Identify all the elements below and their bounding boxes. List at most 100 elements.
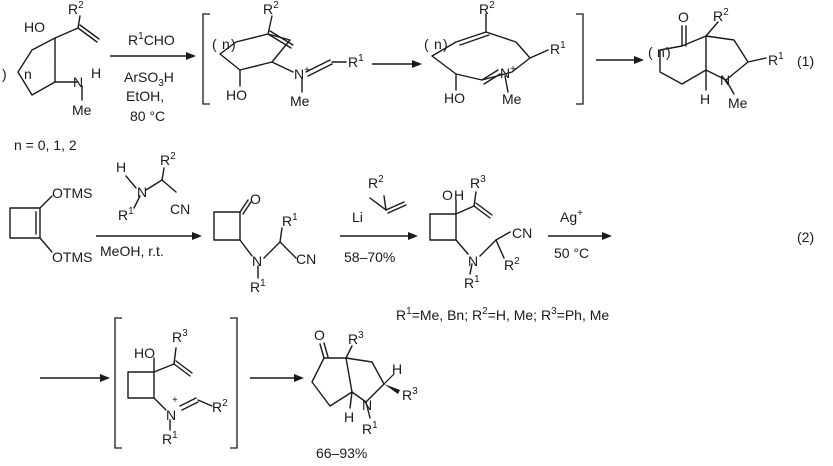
eq2-r-n: N <box>137 184 147 200</box>
eq1-im2-rparen: ) <box>443 36 448 52</box>
eq1-im1-me: Me <box>290 93 310 109</box>
eq2-cb-r1-top: R1 <box>282 212 298 229</box>
eq1-product: ( n ) O R2 R1 N H Me <box>648 7 784 111</box>
eq1-start-n: N <box>73 74 83 90</box>
eq1-im1-r2: R2 <box>263 0 279 17</box>
eq2-yield-1: 58–70% <box>344 249 395 265</box>
eq1-im1-lparen: ( <box>212 36 217 52</box>
eq2-im-r3: R3 <box>172 328 188 345</box>
eq2-aminonitrile-reagent: H N R2 R1 CN <box>116 151 190 223</box>
eq1-arrow-3 <box>596 56 644 64</box>
eq2-bis-otms-cyclobutene: OTMS OTMS <box>9 185 92 265</box>
eq2-v-r2: R2 <box>368 174 384 191</box>
eq1-prod-n-index: n <box>657 44 665 60</box>
eq2-otms-bottom: OTMS <box>52 249 92 265</box>
eq2-cyclobutanone: O N R1 CN R1 <box>213 191 316 295</box>
eq2-conditions-1: MeOH, r.t. <box>100 243 164 259</box>
eq2-vinyllithium-reagent: R2 Li <box>352 174 407 225</box>
eq1-prod-lparen: ( <box>648 44 653 60</box>
eq1-im1-r1: R1 <box>348 53 364 70</box>
eq2-prod-r3-top: R3 <box>348 330 364 347</box>
eq1-n-values: n = 0, 1, 2 <box>14 137 77 153</box>
eq2-iminium-intermediate: HO R3 N + R2 R1 <box>127 328 228 447</box>
eq2-v-li: Li <box>352 209 363 225</box>
eq2-ad-n: N <box>468 253 478 269</box>
eq2-cb-n: N <box>252 253 262 269</box>
eq1-im2-ho: HO <box>444 90 465 106</box>
eq1-start-ho: HO <box>24 19 45 35</box>
eq1-start-n-index: n <box>24 66 32 82</box>
eq2-arrow-4 <box>40 374 110 382</box>
eq2-im-r2: R2 <box>212 398 228 415</box>
eq1-start-me: Me <box>72 102 92 118</box>
eq1-im2-me: Me <box>502 91 522 107</box>
eq1-im1-n: N+ <box>294 65 310 82</box>
eq2-arrow-1 <box>96 232 202 240</box>
eq1-prod-rparen: ) <box>666 44 671 60</box>
eq1-im1-ho: HO <box>226 87 247 103</box>
eq1-im1-rparen: ) <box>231 36 236 52</box>
eq1-im1-n-index: n <box>222 36 230 52</box>
eq1-prod-r2: R2 <box>713 7 729 24</box>
eq2-ad-r1: R1 <box>464 274 480 291</box>
eq2-r-h: H <box>116 159 126 175</box>
eq2-arrow-5 <box>250 374 304 382</box>
eq2-ad-o: O <box>442 187 453 203</box>
eq2-cb-r1-bottom: R1 <box>250 278 266 295</box>
eq1-start-r2: R2 <box>68 0 84 17</box>
eq1-im2-r2: R2 <box>479 0 495 17</box>
eq2-prod-n: N <box>362 397 372 413</box>
eq2-prod-h-top: H <box>392 361 402 377</box>
eq2-temperature: 50 °C <box>554 245 589 261</box>
eq1-reagent-aldehyde: R1CHO <box>128 31 175 48</box>
eq2-yield-2: 66–93% <box>316 445 367 461</box>
eq2-prod-h-bottom: H <box>344 409 354 425</box>
eq2-cb-cn: CN <box>296 251 316 267</box>
eq2-substituent-legend: R1=Me, Bn; R2=H, Me; R3=Ph, Me <box>396 306 609 323</box>
eq2-label: (2) <box>797 229 814 245</box>
eq2-arrow-3 <box>548 232 612 240</box>
eq1-prod-n: N <box>720 72 730 88</box>
eq2-ad-r2: R2 <box>504 256 520 273</box>
eq1-intermediate-bracket <box>202 13 584 105</box>
eq1-solvent: EtOH, <box>126 88 164 104</box>
eq2-prod-r3-right: R3 <box>402 386 418 403</box>
eq2-r-cn: CN <box>170 201 190 217</box>
eq1-im2-n: N+ <box>500 64 516 81</box>
eq1-starting-material: HO R2 ) n N H Me n = 0, 1, 2 <box>2 0 101 153</box>
eq2-im-r1: R1 <box>162 430 178 447</box>
eq1-reagent-acid: ArSO3H <box>124 69 174 89</box>
eq1-temperature: 80 °C <box>130 108 165 124</box>
eq2-arrow-2 <box>340 232 418 240</box>
eq2-im-n: N <box>166 407 176 423</box>
eq2-cb-o: O <box>250 191 261 207</box>
eq2-product: O R3 H R3 N H R1 <box>311 327 418 437</box>
eq2-prod-r1: R1 <box>362 420 378 437</box>
eq2-adduct: O H R3 N CN R2 R1 <box>429 174 532 291</box>
eq1-prod-o: O <box>678 9 689 25</box>
eq1-arrow-2 <box>372 60 422 68</box>
eq2-intermediate-bracket <box>114 317 238 449</box>
eq2-ad-h: H <box>454 187 464 203</box>
eq1-im2-r1: R1 <box>550 40 566 57</box>
eq2-ad-cn: CN <box>512 225 532 241</box>
eq1-prod-r1: R1 <box>768 51 784 68</box>
eq1-iminium-bicyclic: ( n ) R2 N+ R1 HO Me <box>424 0 566 107</box>
eq2-otms-top: OTMS <box>52 185 92 201</box>
eq2-im-ho: HO <box>134 345 155 361</box>
eq2-im-plus: + <box>172 395 178 406</box>
eq1-im2-lparen: ( <box>424 36 429 52</box>
eq1-arrow-1 <box>110 52 196 60</box>
eq1-prod-me: Me <box>728 95 748 111</box>
eq2-r-r1: R1 <box>118 206 134 223</box>
eq1-prod-h: H <box>700 91 710 107</box>
eq1-iminium-chair: ( n ) R2 N+ R1 HO Me <box>212 0 364 109</box>
eq1-start-paren: ) <box>2 66 7 82</box>
eq1-start-h: H <box>91 65 101 81</box>
eq1-label: (1) <box>797 53 814 69</box>
eq1-im2-n-index: n <box>434 36 442 52</box>
eq2-ad-r3: R3 <box>470 174 486 191</box>
eq2-prod-o: O <box>314 327 325 343</box>
eq2-r-r2: R2 <box>160 151 176 168</box>
